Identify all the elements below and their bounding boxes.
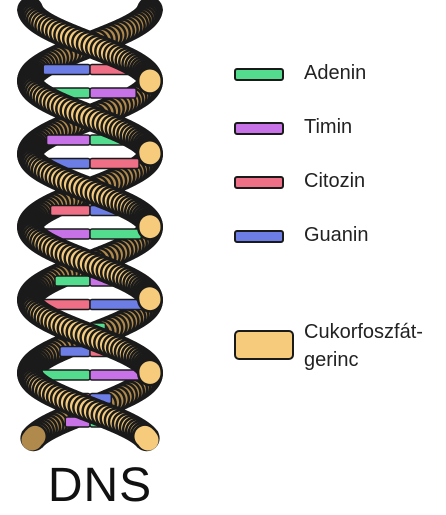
base-cytosine [51,206,91,216]
base-guanine [43,65,90,75]
base-thymine [90,88,136,98]
legend-label-thymine: Timin [304,116,352,139]
base-guanine [90,300,143,310]
base-adenine [90,229,141,239]
diagram-title: DNS [0,458,200,513]
dna-helix-illustration [0,0,200,460]
legend-label-adenine: Adenin [304,62,366,85]
legend-swatch-cytosine [234,176,284,189]
legend-swatch-thymine [234,122,284,135]
legend-label-backbone: Cukorfoszfát- gerinc [304,318,423,374]
backbone-fill [147,438,148,440]
backbone-fill [32,438,33,440]
legend-swatch-guanine [234,230,284,243]
base-thymine [47,135,90,145]
base-adenine [55,276,90,286]
legend-label-cytosine: Citozin [304,170,365,193]
legend-label-guanine: Guanin [304,224,369,247]
legend-swatch-backbone [234,330,294,360]
legend-swatch-adenine [234,68,284,81]
base-cytosine [90,159,139,169]
